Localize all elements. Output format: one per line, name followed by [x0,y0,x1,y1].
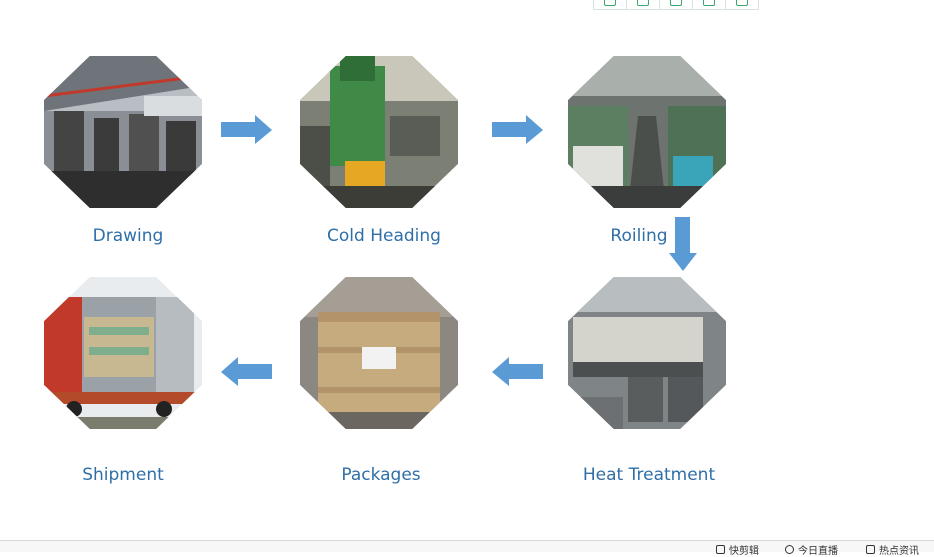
container-truck-photo [44,277,202,429]
step-drawing [44,56,202,208]
arrow-right-icon [221,115,273,145]
settings-icon[interactable] [726,0,758,9]
expand-icon[interactable] [627,0,660,9]
step-heat-treatment [568,277,726,429]
arrow-left-icon [221,357,273,387]
step-label-packages: Packages [341,465,420,485]
furnace-line-photo [568,277,726,429]
statusbar-item-live[interactable]: 今日直播 [785,542,838,557]
arrow-down-icon [668,217,698,272]
window-icon[interactable] [693,0,726,9]
browser-status-bar: 快剪辑 今日直播 热点资讯 [0,540,934,552]
step-label-drawing: Drawing [93,226,164,246]
image-search-icon[interactable] [660,0,693,9]
step-label-heat-treatment: Heat Treatment [583,465,715,485]
step-label-shipment: Shipment [82,465,164,485]
step-shipment [44,277,202,429]
live-icon [785,545,794,554]
rolling-machines-photo [568,56,726,208]
wooden-crate-photo [300,277,458,429]
step-roiling [568,56,726,208]
arrow-left-icon [492,357,544,387]
step-label-cold-heading: Cold Heading [327,226,441,246]
arrow-right-icon [492,115,544,145]
step-cold-heading [300,56,458,208]
news-icon [866,545,875,554]
step-label-roiling: Roiling [610,226,667,246]
statusbar-item-kuaijianji[interactable]: 快剪辑 [716,542,759,557]
capture-icon[interactable] [594,0,627,9]
play-icon [716,545,725,554]
floating-toolbar [593,0,759,10]
statusbar-item-news[interactable]: 热点资讯 [866,542,919,557]
step-packages [300,277,458,429]
factory-hall-photo [44,56,202,208]
heading-machine-photo [300,56,458,208]
